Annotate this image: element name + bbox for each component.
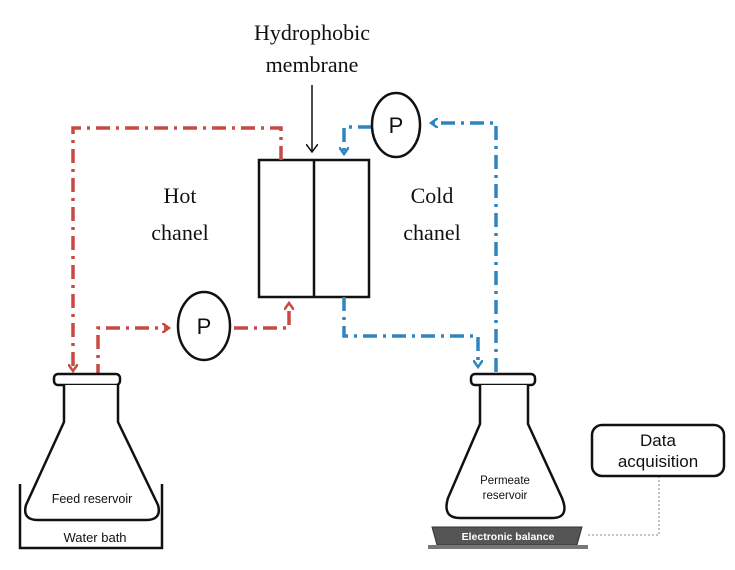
membrane-title-line2: membrane: [266, 52, 359, 77]
data-acquisition-line2: acquisition: [618, 452, 698, 471]
hot-return-line: [73, 126, 283, 370]
data-acquisition-line1: Data: [640, 431, 676, 450]
hot-supply-line: [234, 304, 289, 330]
data-cable: [588, 476, 660, 536]
water-bath: [18, 484, 164, 550]
cold-channel-label-line1: Cold: [411, 183, 454, 208]
hot-channel-label-line2: chanel: [151, 220, 208, 245]
water-bath-label: Water bath: [63, 530, 126, 545]
electronic-balance-label: Electronic balance: [462, 531, 555, 543]
permeate-reservoir-flask: [445, 372, 566, 520]
feed-reservoir-label: Feed reservoir: [52, 492, 133, 506]
membrane-title-line1: Hydrophobic: [254, 20, 370, 45]
cold-supply-line: [432, 123, 498, 372]
hot-channel-label-line1: Hot: [164, 183, 197, 208]
permeate-label-line2: reservoir: [483, 490, 528, 502]
hot-pump-label: P: [197, 314, 212, 339]
hot-pump: P: [176, 290, 232, 362]
permeate-label-line1: Permeate: [480, 475, 530, 487]
hot-feed-line: [96, 328, 168, 378]
data-acquisition-box: [590, 423, 726, 478]
cold-inlet-line: [344, 125, 372, 153]
cold-pump-label: P: [389, 113, 404, 138]
cold-outlet-line: [342, 297, 478, 366]
feed-reservoir-flask: [24, 372, 160, 522]
cold-channel-label-line2: chanel: [403, 220, 460, 245]
electronic-balance: [428, 526, 588, 549]
cold-pump: P: [370, 91, 422, 159]
